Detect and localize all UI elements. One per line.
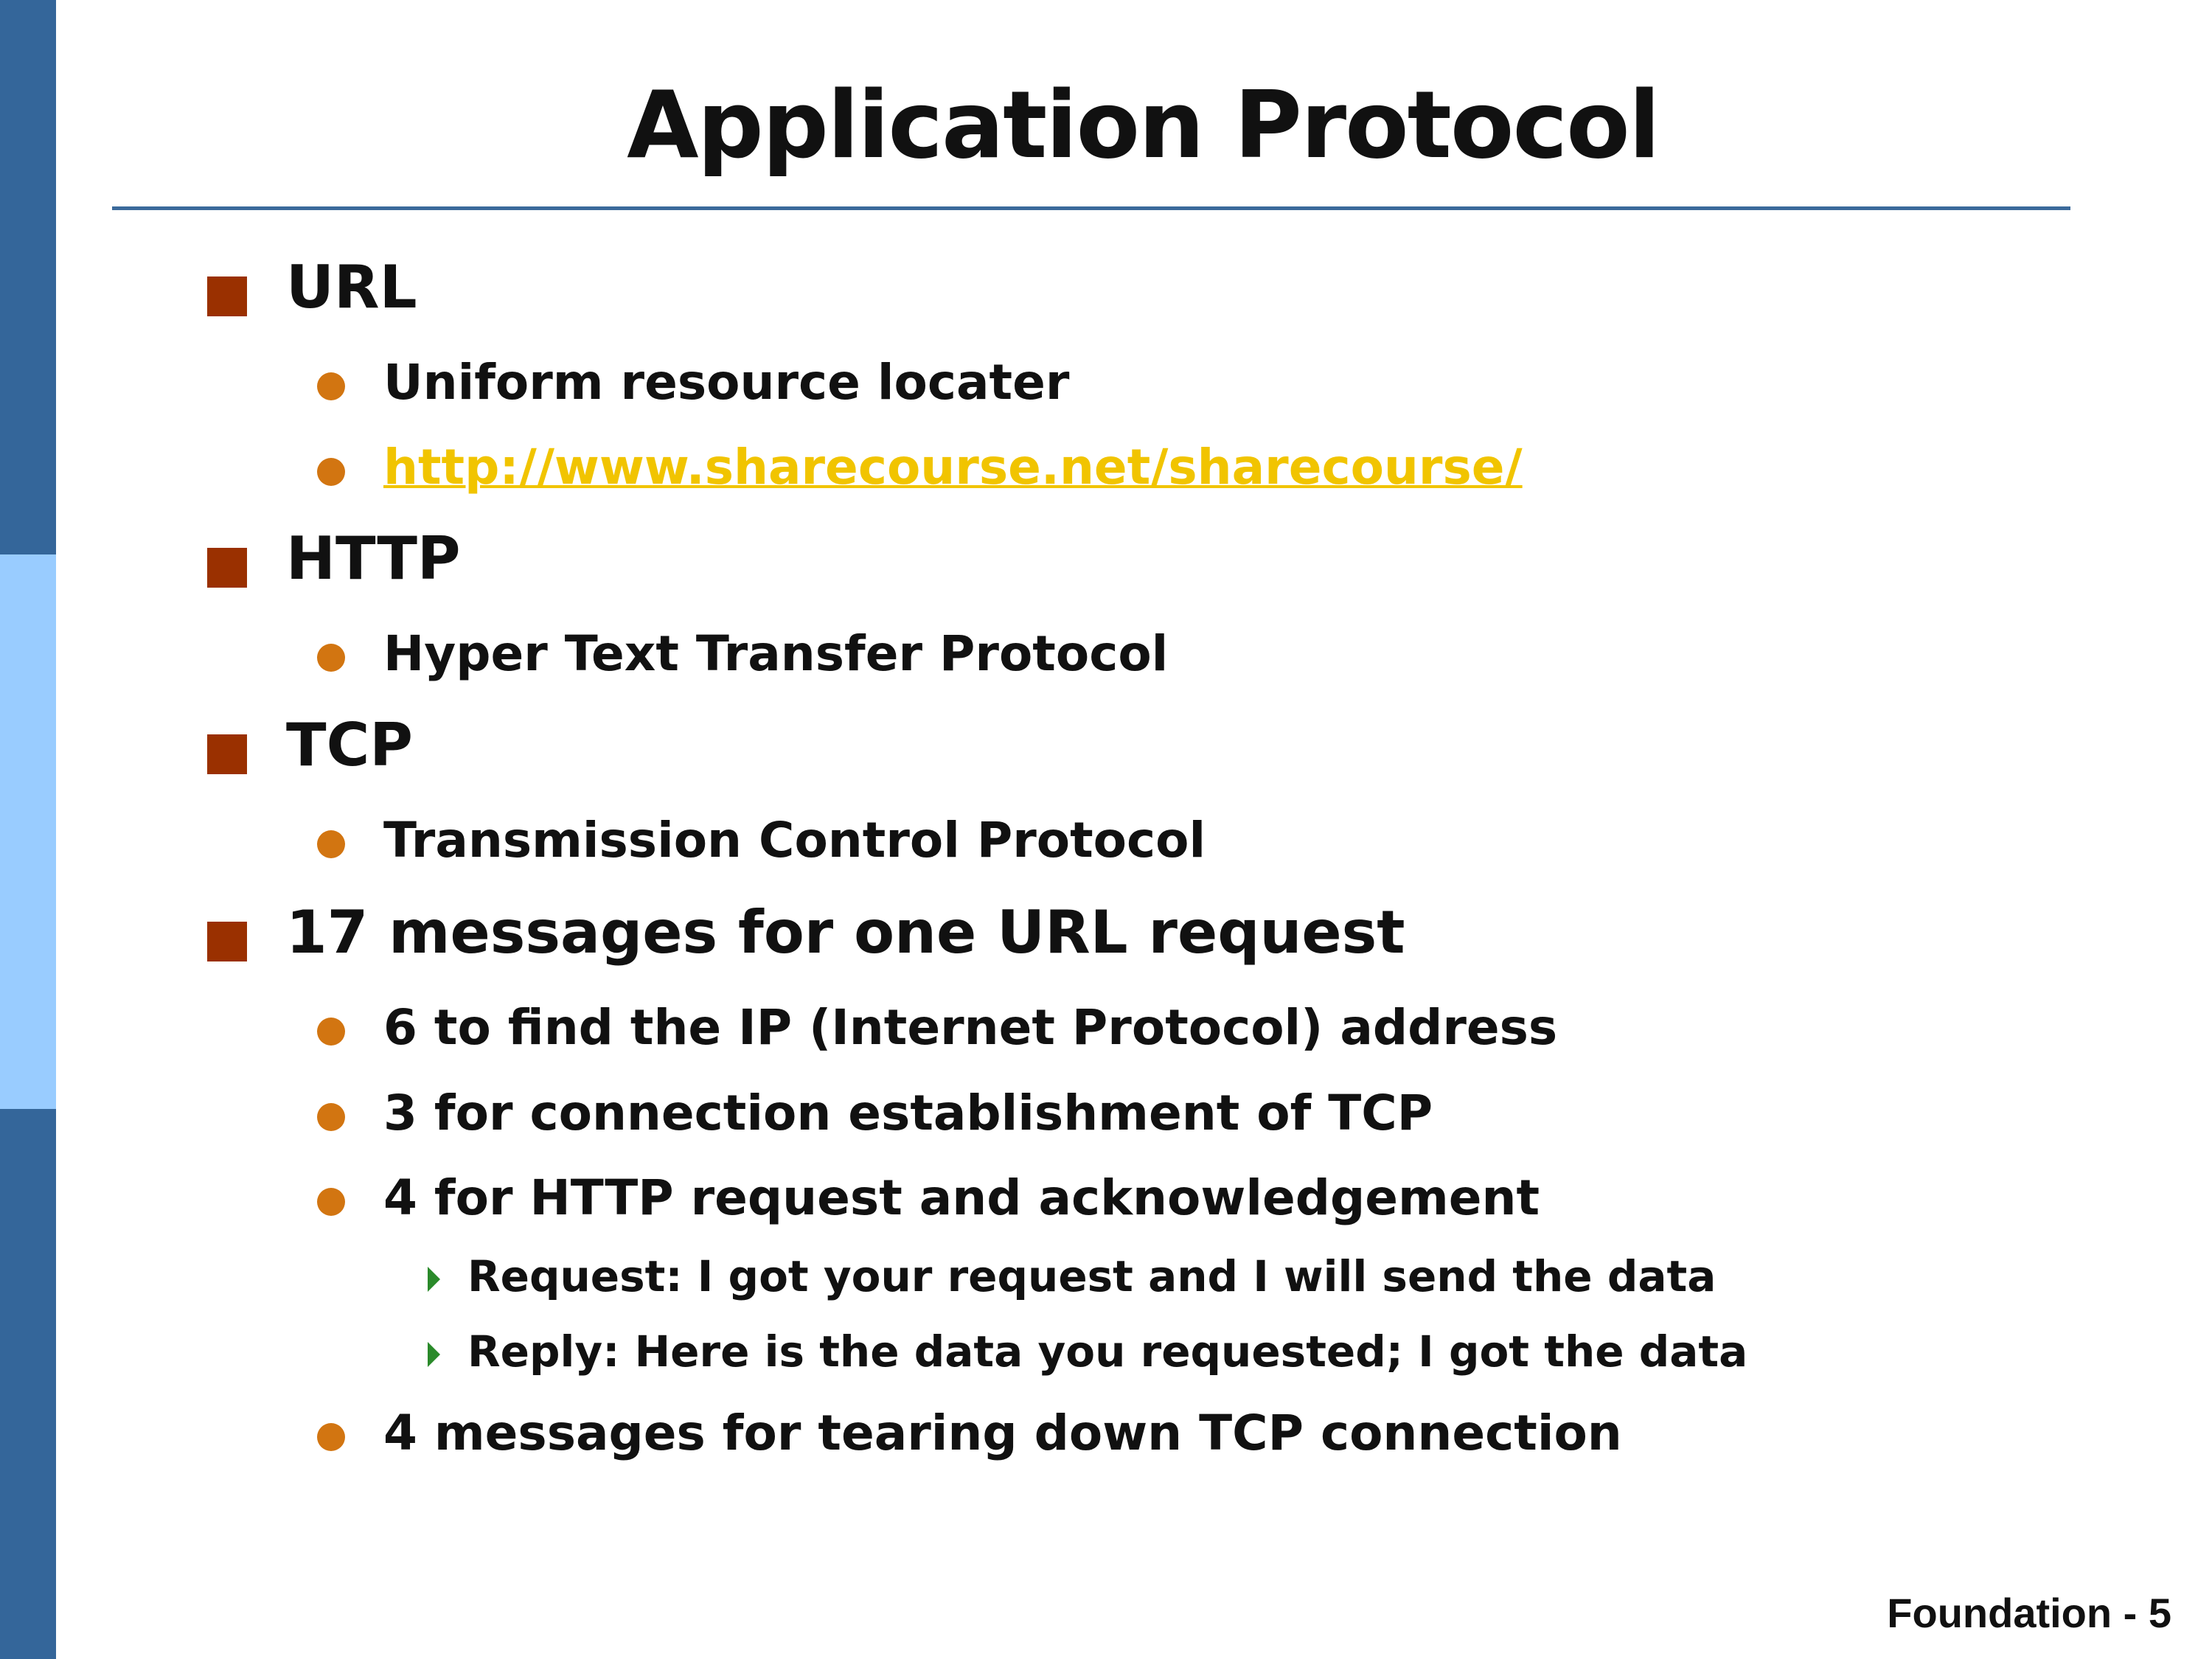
point-find-ip-address: 6 to find the IP (Internet Protocol) add…: [383, 999, 1558, 1056]
sidebar-band-middle: [0, 554, 56, 1109]
subpoint-reply: Reply: Here is the data you requested; I…: [467, 1326, 1748, 1377]
round-bullet: [317, 1188, 345, 1216]
url-link[interactable]: http://www.sharecourse.net/sharecourse/: [383, 439, 1523, 495]
square-bullet: [207, 548, 247, 588]
heading-url: URL: [286, 253, 417, 321]
slide-footer: Foundation - 5: [1887, 1590, 2171, 1636]
heading-http: HTTP: [286, 524, 461, 593]
point-transmission-control-protocol: Transmission Control Protocol: [383, 812, 1206, 869]
round-bullet: [317, 1423, 345, 1451]
sidebar-band-bottom: [0, 1109, 56, 1659]
square-bullet: [207, 734, 247, 774]
point-tcp-connection-establishment: 3 for connection establishment of TCP: [383, 1085, 1433, 1141]
round-bullet: [317, 644, 345, 672]
point-hyper-text-transfer-protocol: Hyper Text Transfer Protocol: [383, 625, 1169, 682]
round-bullet: [317, 1018, 345, 1046]
slide-title: Application Protocol: [627, 71, 1660, 179]
heading-17-messages: 17 messages for one URL request: [286, 898, 1405, 967]
point-tcp-teardown: 4 messages for tearing down TCP connecti…: [383, 1405, 1622, 1461]
heading-tcp: TCP: [286, 711, 413, 779]
round-bullet: [317, 1103, 345, 1131]
sidebar-band-top: [0, 0, 56, 554]
subpoint-request: Request: I got your request and I will s…: [467, 1251, 1717, 1301]
square-bullet: [207, 922, 247, 961]
point-http-request-acknowledgement: 4 for HTTP request and acknowledgement: [383, 1169, 1540, 1226]
point-uniform-resource-locater: Uniform resource locater: [383, 354, 1070, 411]
round-bullet: [317, 830, 345, 858]
round-bullet: [317, 372, 345, 400]
arrow-bullet: [428, 1267, 440, 1292]
arrow-bullet: [428, 1342, 440, 1367]
round-bullet: [317, 458, 345, 486]
square-bullet: [207, 276, 247, 316]
title-underline: [112, 206, 2070, 210]
